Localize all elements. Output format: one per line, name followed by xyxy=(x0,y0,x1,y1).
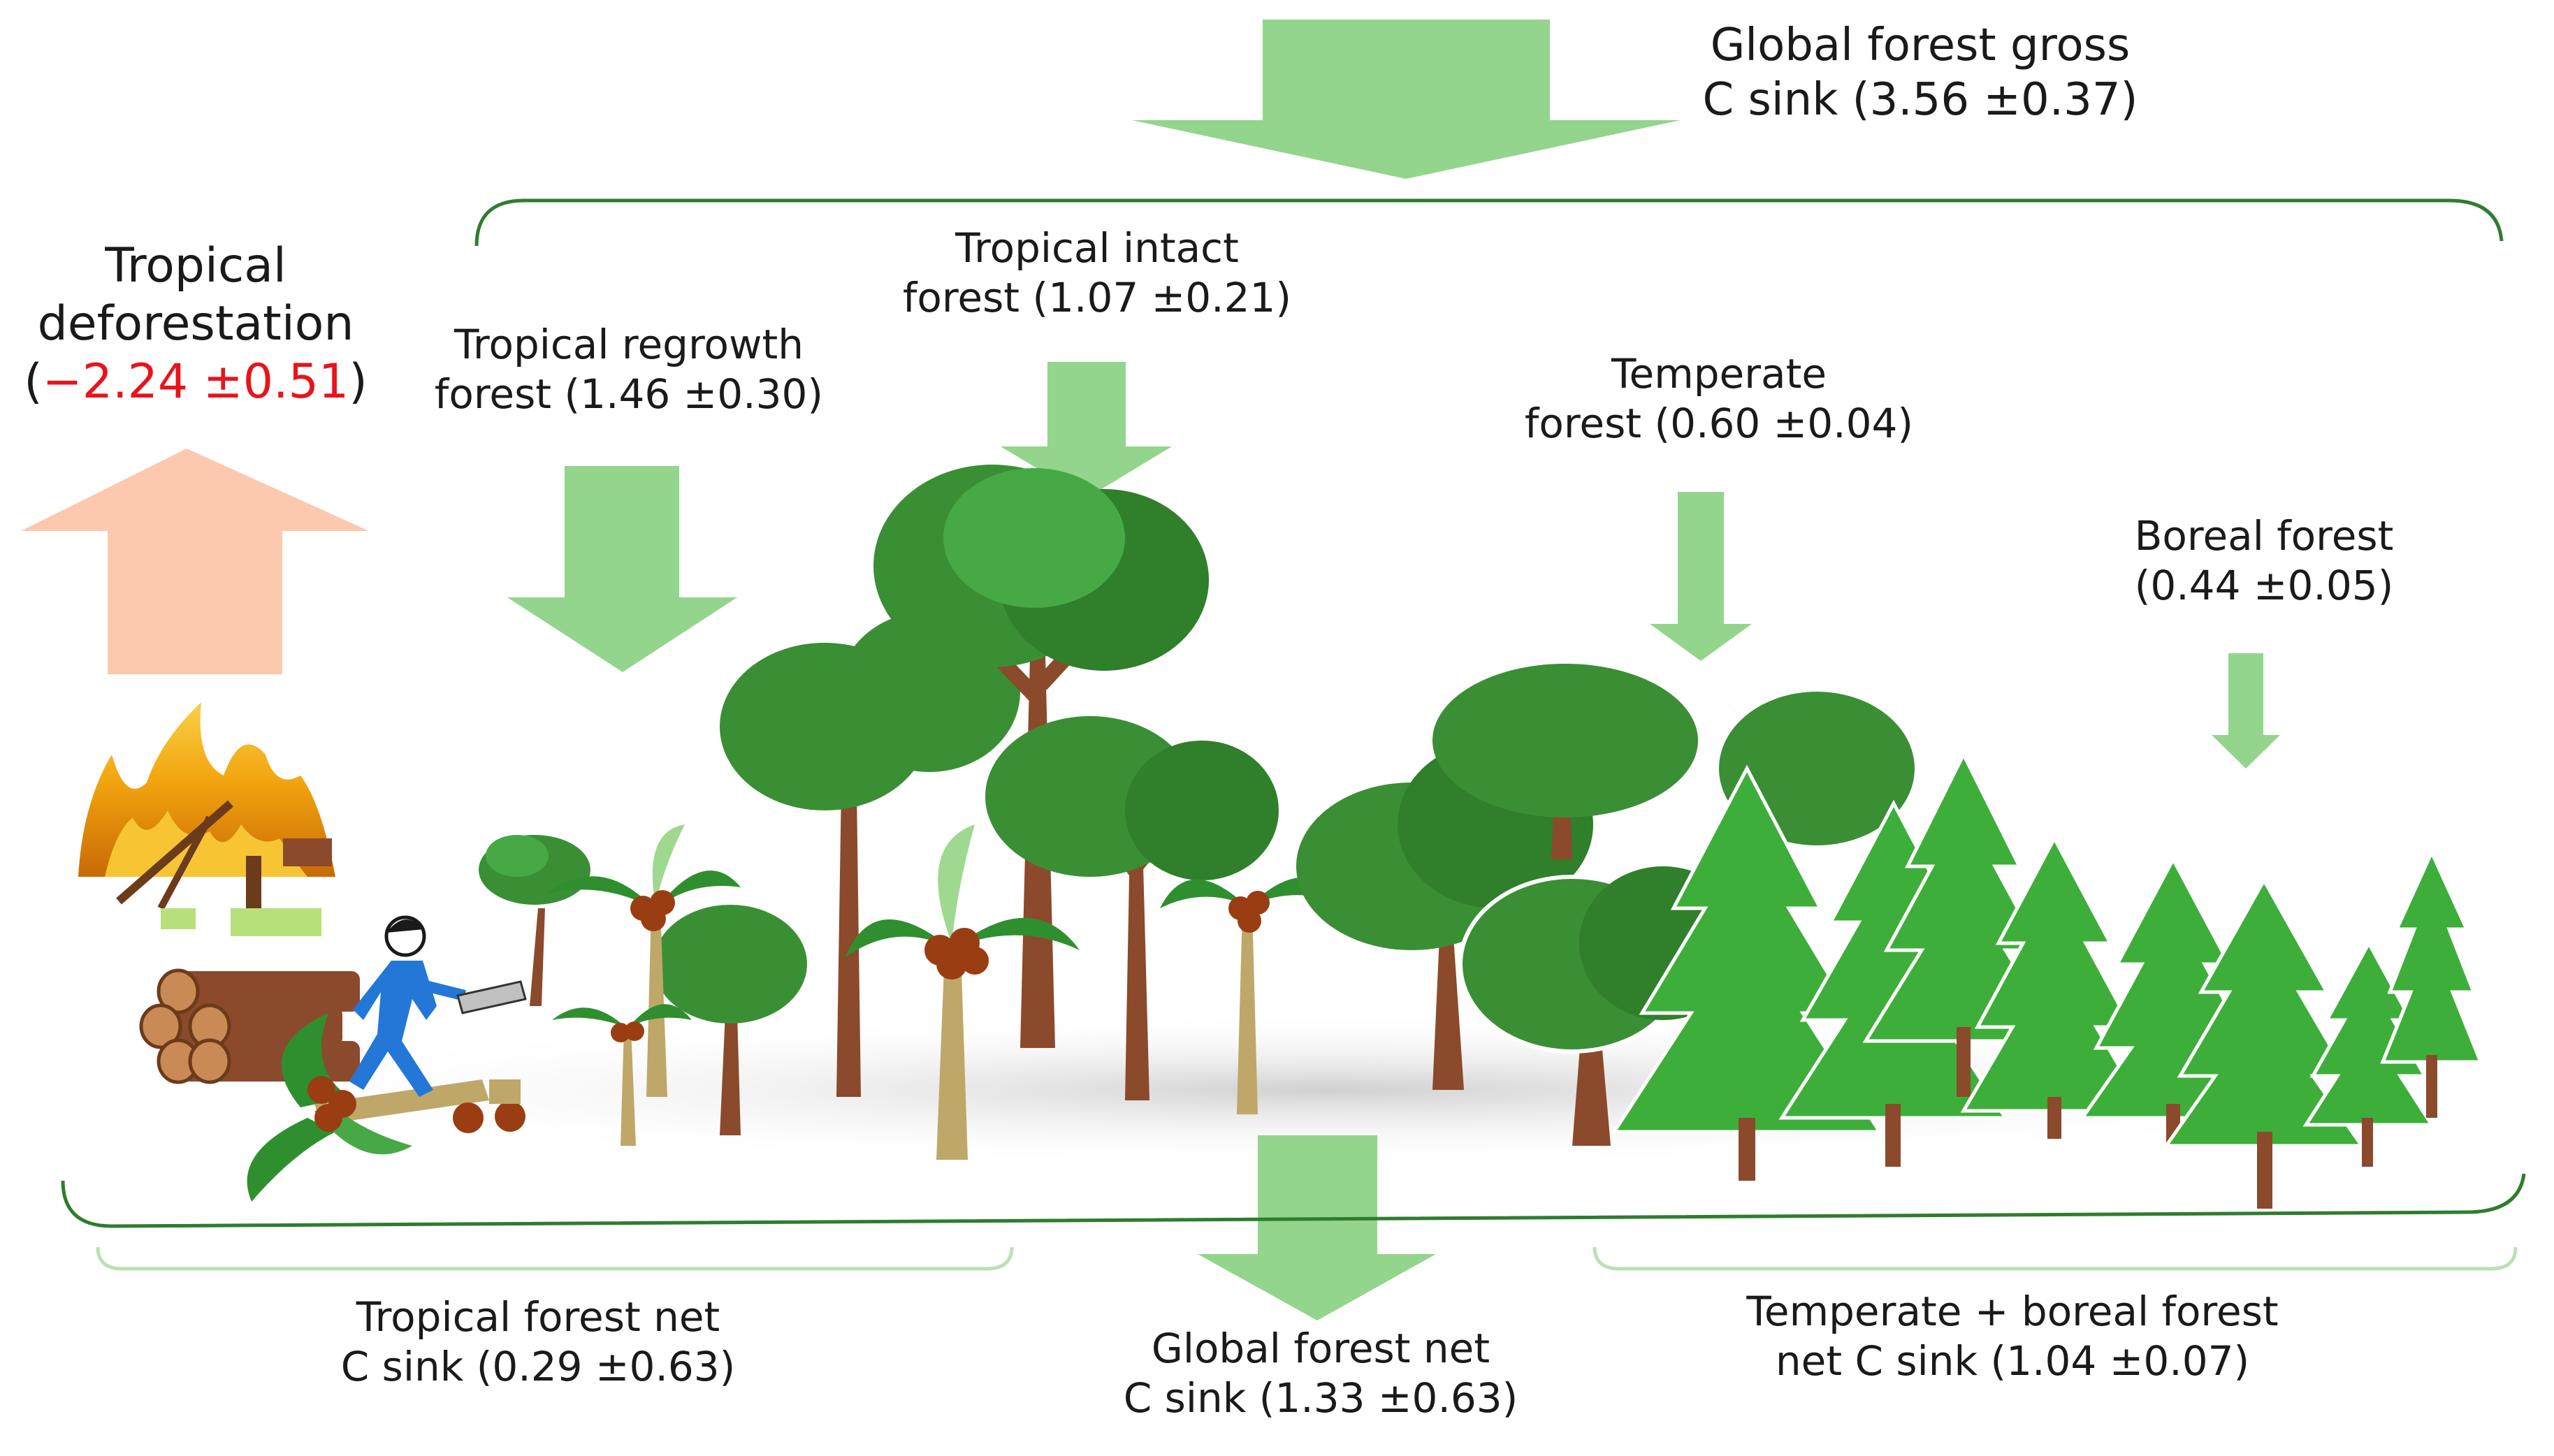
intact-arrow xyxy=(1001,362,1172,498)
tropical-net-label-line1: Tropical forest net xyxy=(356,1293,720,1341)
gross-sink-label: Global forest gross C sink (3.56 ±0.37) xyxy=(1676,18,2165,127)
global-net-label: Global forest net C sink (1.33 ±0.63) xyxy=(1111,1324,1530,1423)
deforestation-arrow xyxy=(21,449,369,674)
temperate-tree-icon xyxy=(1296,664,1915,1146)
regrowth-label-line2: forest (1.46 ±0.30) xyxy=(434,370,824,418)
gross-sink-arrow xyxy=(1132,20,1681,179)
top-bracket xyxy=(474,198,2504,247)
temperate-boreal-net-label: Temperate + boreal forest net C sink (1.… xyxy=(1733,1287,2292,1386)
temperate-label-line1: Temperate xyxy=(1611,350,1827,398)
regrowth-label: Tropical regrowth forest (1.46 ±0.30) xyxy=(433,320,825,419)
boreal-label-line1: Boreal forest xyxy=(2134,512,2394,560)
boreal-label: Boreal forest (0.44 ±0.05) xyxy=(2117,511,2411,611)
deforestation-close-paren: ) xyxy=(349,354,368,409)
deforestation-value: −2.24 ±0.51 xyxy=(42,354,349,409)
intact-label: Tropical intact forest (1.07 ±0.21) xyxy=(901,224,1293,323)
intact-label-line2: forest (1.07 ±0.21) xyxy=(902,273,1292,321)
gross-sink-label-line2: C sink (3.56 ±0.37) xyxy=(1702,74,2138,126)
deforestation-label: Tropical deforestation (−2.24 ±0.51) xyxy=(14,238,377,412)
fire-icon xyxy=(78,702,335,936)
intact-label-line1: Tropical intact xyxy=(955,224,1239,272)
regrowth-arrow xyxy=(507,466,737,672)
deforestation-label-line3: (−2.24 ±0.51) xyxy=(14,354,377,412)
boreal-arrow xyxy=(2212,653,2280,769)
global-net-label-line2: C sink (1.33 ±0.63) xyxy=(1123,1374,1518,1422)
conifer-tree-icon xyxy=(1611,750,2483,1209)
deforestation-label-line2: deforestation xyxy=(37,296,354,351)
temperate-boreal-net-label-line1: Temperate + boreal forest xyxy=(1746,1288,2279,1335)
broadleaf-tree-icon xyxy=(479,465,1279,1135)
temperate-arrow xyxy=(1650,492,1752,661)
lumberjack-icon xyxy=(349,915,527,1097)
gross-sink-label-line1: Global forest gross xyxy=(1710,20,2131,71)
global-net-label-line1: Global forest net xyxy=(1151,1325,1490,1372)
deforestation-label-line1: Tropical xyxy=(105,238,286,293)
logs-icon xyxy=(139,968,360,1084)
tropical-net-label: Tropical forest net C sink (0.29 ±0.63) xyxy=(328,1293,748,1392)
tropical-net-label-line2: C sink (0.29 ±0.63) xyxy=(340,1342,736,1390)
palm-tree-icon xyxy=(545,824,1335,1160)
temperate-label-line2: forest (0.60 ±0.04) xyxy=(1524,399,1914,447)
temperate-boreal-net-bracket xyxy=(1592,1246,2518,1271)
boreal-label-line2: (0.44 ±0.05) xyxy=(2134,561,2394,609)
regrowth-label-line1: Tropical regrowth xyxy=(454,321,804,368)
bottom-bracket xyxy=(61,1173,2526,1228)
deforestation-open-paren: ( xyxy=(24,354,43,409)
temperate-boreal-net-label-line2: net C sink (1.04 ±0.07) xyxy=(1775,1337,2250,1385)
temperate-label: Temperate forest (0.60 ±0.04) xyxy=(1523,349,1915,449)
fallen-palm-icon xyxy=(247,1013,525,1202)
global-net-arrow xyxy=(1198,1135,1436,1320)
tropical-net-bracket xyxy=(96,1246,1014,1271)
